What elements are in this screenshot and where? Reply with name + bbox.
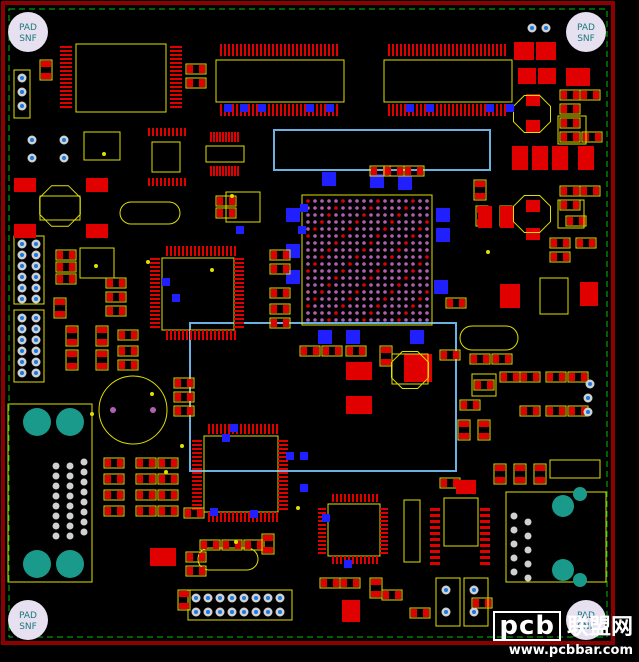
- watermark-cn: 联盟网: [566, 615, 633, 640]
- watermark-logo: pcb: [493, 611, 561, 641]
- svg-text:SNF: SNF: [577, 622, 595, 632]
- ic-top-left: [75, 43, 167, 113]
- capacitor-large: [98, 375, 168, 445]
- board-outline: [1, 1, 615, 645]
- svg-text:PAD: PAD: [19, 23, 37, 33]
- corner-pad-tl: PAD SNF: [8, 12, 48, 52]
- svg-text:PAD: PAD: [577, 611, 595, 621]
- watermark-url: www.pcbbar.com: [508, 643, 633, 658]
- crystal-2: [459, 325, 519, 351]
- bga-chip: [286, 172, 450, 344]
- svg-text:SNF: SNF: [19, 34, 37, 44]
- highlight-box-top: [273, 129, 491, 171]
- svg-text:PAD: PAD: [577, 23, 595, 33]
- header-top-left: [13, 69, 31, 119]
- header-left-2: [13, 309, 45, 383]
- svg-text:SNF: SNF: [577, 34, 595, 44]
- corner-pad-tr: PAD SNF: [566, 12, 606, 52]
- db-connector-left: [7, 403, 93, 583]
- connector-top-right: [383, 59, 513, 103]
- crystal-1: [119, 201, 181, 225]
- svg-text:SNF: SNF: [19, 622, 37, 632]
- keepout-line: [8, 8, 608, 638]
- corner-pad-br: PAD SNF: [566, 600, 606, 640]
- connector-top-mid: [215, 59, 345, 103]
- svg-text:PAD: PAD: [19, 611, 37, 621]
- corner-pad-bl: PAD SNF: [8, 600, 48, 640]
- rj-connector-right: [505, 487, 607, 587]
